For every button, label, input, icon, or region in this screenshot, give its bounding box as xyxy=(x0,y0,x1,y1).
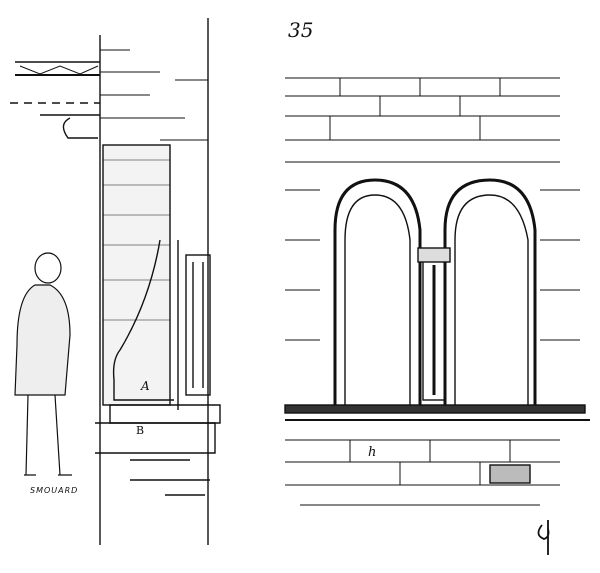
label-h: h xyxy=(368,445,377,460)
human-figure xyxy=(14,252,72,476)
label-b: B xyxy=(136,424,145,437)
figure-number: 35 xyxy=(288,18,314,42)
engraver-signature: SMOUARD xyxy=(30,486,79,495)
monogram-mark xyxy=(537,520,550,555)
elevation-view xyxy=(284,77,590,506)
section-view xyxy=(10,18,221,545)
label-a: A xyxy=(141,379,150,393)
